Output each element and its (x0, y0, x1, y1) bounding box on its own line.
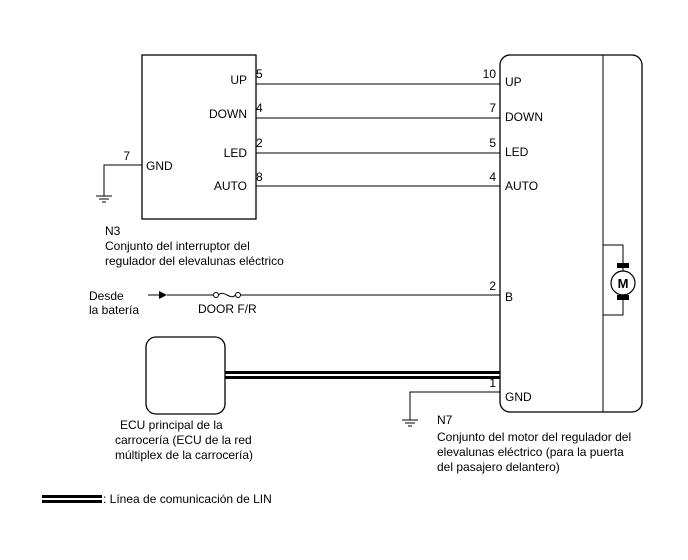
motor-desc-line1: Conjunto del motor del regulador del (437, 430, 631, 444)
motor-auto-pin: 4 (489, 170, 496, 184)
motor-code: N7 (437, 413, 453, 427)
motor-lead-bottom (603, 295, 624, 316)
switch-desc-line2: regulador del elevalunas eléctrico (105, 254, 284, 268)
switch-gnd-pin: 7 (123, 149, 130, 163)
motor-auto-label: AUTO (505, 179, 538, 193)
switch-led-label: LED (224, 146, 248, 160)
switch-up-label: UP (230, 73, 247, 87)
motor-gnd-pin: 1 (489, 376, 496, 390)
switch-desc-line1: Conjunto del interruptor del (105, 239, 250, 253)
motor-down-label: DOWN (505, 110, 543, 124)
motor-gnd-wire (409, 391, 500, 420)
motor-symbol-label: M (618, 276, 629, 291)
motor-b-pin: 2 (489, 279, 496, 293)
switch-gnd-label: GND (146, 159, 173, 173)
motor-gnd-label: GND (505, 390, 532, 404)
battery-arrow-icon (159, 291, 167, 299)
ecu-line2: carrocería (ECU de la red (115, 433, 252, 447)
motor-b-label: B (505, 290, 513, 304)
lin-line-top (225, 371, 500, 374)
legend-lin-line-bottom (42, 500, 102, 503)
motor-desc-line3: del pasajero delantero) (437, 460, 560, 474)
motor-led-pin: 5 (489, 136, 496, 150)
fuse-label: DOOR F/R (198, 302, 257, 316)
battery-line2: la batería (89, 303, 139, 317)
motor-up-label: UP (505, 75, 522, 89)
motor-desc-line2: elevalunas eléctrico (para la puerta (437, 445, 624, 459)
motor-up-pin: 10 (483, 67, 497, 81)
switch-ground-icon (96, 195, 112, 203)
switch-auto-label: AUTO (214, 179, 247, 193)
legend-lin-line-top (42, 495, 102, 498)
motor-icon (610, 270, 636, 296)
switch-down-pin: 4 (256, 101, 263, 115)
switch-box (141, 54, 257, 220)
fuse-icon (213, 292, 241, 298)
ecu-line1: ECU principal de la (120, 418, 223, 432)
motor-box (499, 54, 643, 413)
switch-auto-pin: 8 (256, 170, 263, 184)
motor-down-pin: 7 (489, 101, 496, 115)
motor-led-label: LED (505, 145, 529, 159)
lin-line-bottom (225, 376, 500, 379)
switch-led-pin: 2 (256, 136, 263, 150)
switch-up-pin: 5 (256, 67, 263, 81)
switch-code: N3 (105, 224, 121, 238)
switch-down-label: DOWN (209, 107, 247, 121)
motor-ground-icon (402, 419, 418, 427)
switch-gnd-wire (103, 164, 142, 196)
ecu-box (145, 336, 226, 415)
battery-line1: Desde (89, 289, 124, 303)
ecu-line3: múltiplex de la carrocería) (115, 448, 253, 462)
legend-text: : Línea de comunicación de LIN (103, 492, 272, 506)
